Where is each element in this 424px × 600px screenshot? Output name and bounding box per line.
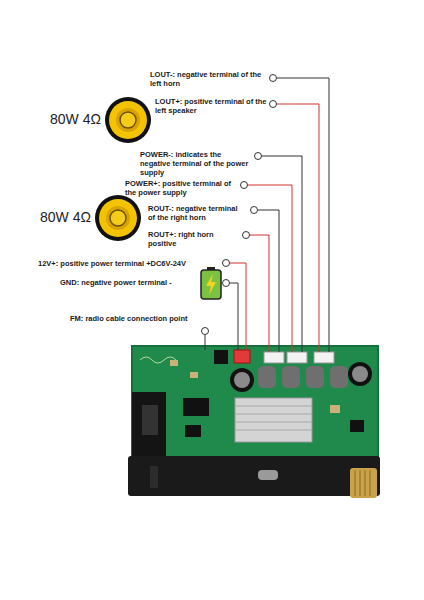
heatsink [235,398,312,442]
pcb-board [183,398,209,416]
pcb-board [185,425,201,437]
leader-line [205,335,206,350]
speaker-icon [95,195,141,241]
pcb-board [140,357,176,363]
heatsink [235,430,312,431]
heatsink [235,406,312,407]
volume-knob [350,468,377,498]
inductor [258,366,276,388]
front-panel [128,456,380,496]
terminal-dot [223,280,230,287]
volume-knob [355,470,356,496]
pcb-board [170,360,178,366]
pcb-board [132,346,378,468]
front-panel [150,466,158,488]
leader-line [230,263,246,350]
capacitor [234,372,250,388]
leader-line [205,78,329,352]
volume-knob [360,470,361,496]
pcb-board [132,346,378,468]
terminal-label: LOUT-: negative terminal of the left hor… [150,70,268,88]
heatsink [235,422,312,423]
front-panel [128,456,380,496]
pcb-board [132,346,378,468]
capacitor [230,362,372,392]
terminal-dot [202,328,209,335]
battery-icon [206,274,216,295]
terminal-label: GND: negative power terminal - [60,278,198,287]
terminal-label: ROUT+: right horn positive [148,230,238,248]
pcb-board [214,350,228,364]
terminal-connector [287,352,307,363]
terminal-dot [251,207,258,214]
heatsink [235,398,312,442]
terminal-dot [270,101,277,108]
volume-knob [350,468,377,498]
speaker-icon [105,97,151,143]
pcb-board [142,405,158,435]
leader-line [248,185,292,352]
inductor [282,366,300,388]
terminal-connector [234,350,250,363]
terminal-label: 12V+: positive power terminal +DC6V-24V [38,259,220,268]
battery-icon [201,270,221,299]
terminal-label: LOUT+: positive terminal of the left spe… [155,97,268,115]
terminal-label: POWER-: indicates the negative terminal … [140,150,253,177]
capacitor [352,366,368,382]
terminal-connector [314,352,334,363]
heatsink [235,414,312,415]
battery-icon [201,267,221,299]
speaker-icon [105,97,151,143]
speaker-icon [109,101,147,139]
volume-knob [370,470,371,496]
speaker-icon [120,112,136,128]
terminal-dot [255,153,262,160]
pcb-board [190,372,198,378]
inductor [258,366,348,388]
inductor [306,366,324,388]
leader-line [277,104,319,352]
pcb-board [330,405,340,413]
leader-line [250,235,269,352]
terminal-connector [264,352,284,363]
speaker-icon [116,108,140,132]
terminal-dot [241,182,248,189]
terminal-label: POWER+: positive terminal of the power s… [125,179,237,197]
speaker-icon [106,206,130,230]
pcb-board [350,420,364,432]
inductor [330,366,348,388]
terminal-label: FM: radio cable connection point [70,314,220,323]
capacitor [348,362,372,386]
leader-line [277,78,329,352]
speaker-icon [99,199,137,237]
front-panel [258,470,278,480]
terminal-dot [223,260,230,267]
speaker-rating: 80W 4Ω [40,209,91,226]
speaker-icon [110,210,126,226]
speaker-icon [95,195,141,241]
volume-knob [365,470,366,496]
capacitor [230,368,254,392]
leader-line [230,283,238,350]
terminal-dot [243,232,250,239]
terminal-dot [270,75,277,82]
speaker-rating: 80W 4Ω [50,111,101,128]
terminal-label: ROUT-: negative terminal of the right ho… [148,204,246,222]
